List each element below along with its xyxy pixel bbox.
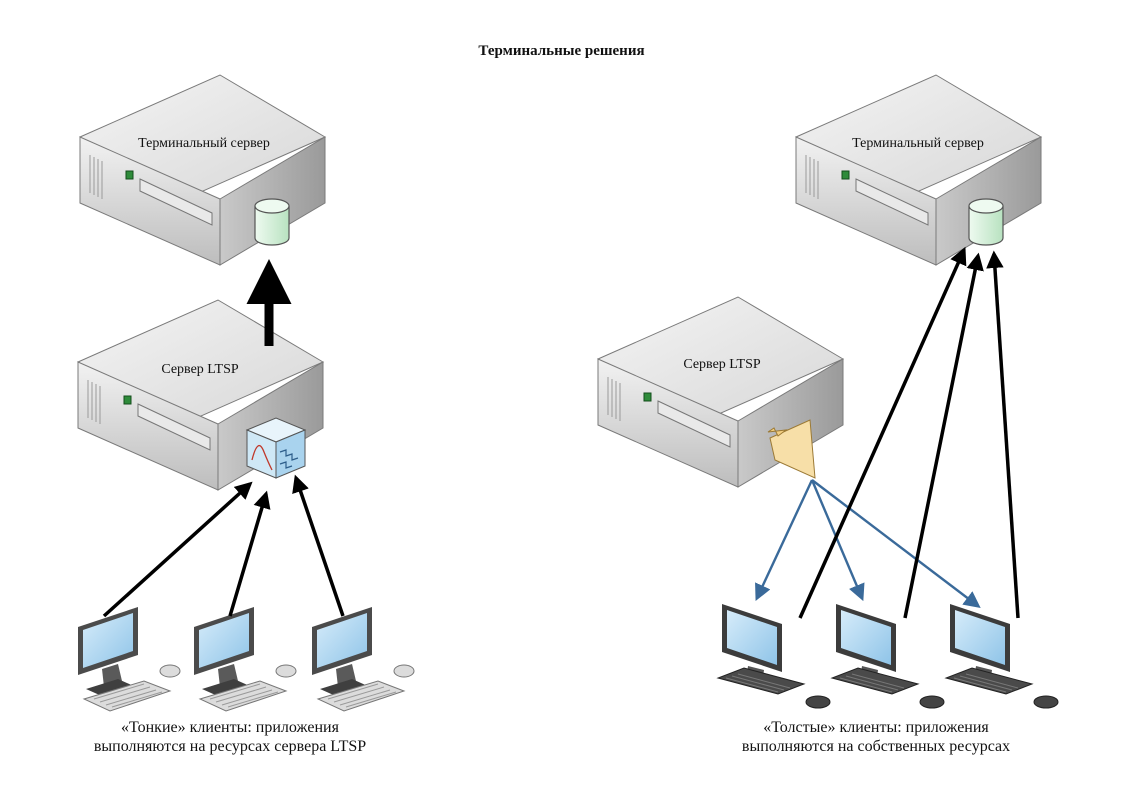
right-client2-arrow [903,252,984,619]
right-fat-client-1 [717,603,831,709]
right-ltsp-server-label: Сервер LTSP [683,357,761,372]
left-terminal-server [79,74,326,266]
right-folder-icon [767,419,816,479]
left-thin-client-1 [77,606,181,712]
right-fat-client-3 [945,603,1059,709]
right-fat-client-2 [831,603,945,709]
left-thin-client-3 [311,606,415,712]
left-client1-arrow [102,481,253,618]
right-caption: «Толстые» клиенты: приложения выполняютс… [666,718,1086,756]
left-database-icon [254,198,290,246]
right-client1-arrow [798,246,967,619]
left-thin-client-2 [193,606,297,712]
right-caption-line1: «Толстые» клиенты: приложения [763,719,989,736]
left-caption-line1: «Тонкие» клиенты: приложения [121,719,339,736]
left-ltsp-server [77,299,324,491]
left-caption-line2: выполняются на ресурсах сервера LTSP [93,738,367,755]
left-client2-arrow [228,490,271,617]
left-client3-arrow [292,474,345,617]
right-terminal-server [795,74,1042,266]
right-terminal-server-label: Терминальный сервер [852,136,984,151]
diagram-title: Терминальные решения [478,43,645,59]
right-ltsp-server [597,296,844,488]
left-ltsp-server-label: Сервер LTSP [161,362,239,377]
left-caption: «Тонкие» клиенты: приложения выполняются… [20,718,440,756]
right-database-icon [968,198,1004,246]
right-caption-line2: выполняются на собственных ресурсах [741,738,1011,755]
left-application-cube-icon [245,417,307,479]
right-client3-arrow [986,250,1020,619]
right-folder-to-client3-arrow [811,479,981,609]
left-terminal-server-label: Терминальный сервер [138,136,270,151]
right-folder-to-client1-arrow [755,479,814,602]
